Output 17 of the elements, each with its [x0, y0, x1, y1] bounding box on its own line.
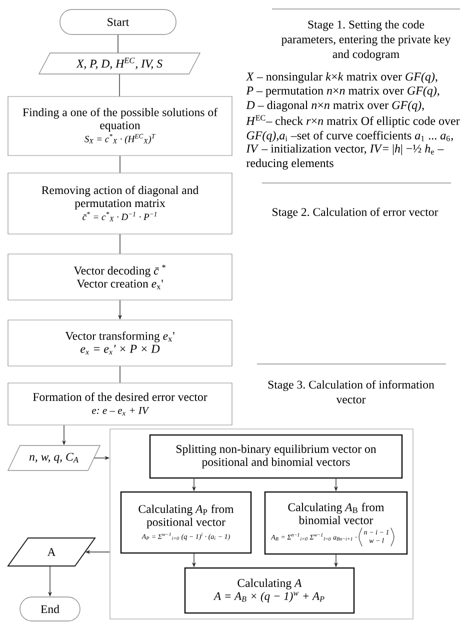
- definition-text: X – nonsingular k×k matrix over GF(q),: [246, 72, 438, 84]
- definition-text: H$^{EC}$– check r×n matrix Of elliptic code over GF(q),a$_{i}$ –set of curve coefficients a$_{1}$ ... a$_{6}$,: [246, 115, 460, 142]
- definition-text: D – diagonal n×n matrix over GF(q),: [246, 100, 424, 112]
- connector-line: [119, 74, 120, 97]
- process-box: Vector decoding c̄$^{*}$ Vector creation e$_{x}$': [8, 254, 232, 300]
- definition-text: P – permutation n×n matrix over GF(q),: [246, 86, 440, 98]
- group-frame: [110, 428, 414, 620]
- stage-heading: Stage 1. Setting the code parameters, entering the private key and codogram: [282, 20, 451, 61]
- process-box: Formation of the desired error vector e: e – e$_{x}$ + IV: [8, 382, 232, 426]
- process-box: Finding a one of the possible solutions of equation S$_{X}$ = c$^{*}$$_{X}$ · (H$^{EC}$$_{X}$)$^{T}$: [8, 96, 232, 156]
- process-box: Vector transforming e$_{x}$' e$_{x}$ = e$_{x}$' × P × D: [8, 320, 232, 366]
- stage-heading: Stage 3. Calculation of information vector: [268, 380, 434, 404]
- process-box: Calculating A A = A$_{B}$ × (q − 1)$^{w}$ + A$_{P}$: [184, 567, 355, 614]
- definition-text: IV – initialization vector, IV= |h| −½ h$_{e}$ – reducing elements: [246, 144, 444, 170]
- stage-heading: Stage 2. Calculation of error vector: [272, 208, 438, 218]
- process-box: Splitting non-binary equilibrium vector on positional and binomial vectors: [149, 434, 403, 479]
- process-box: Removing action of diagonal and permutation matrix c̄$^{*}$ = c$^{*}$$_{X}$ · D$^{−1}$ · P$^{−1}$: [8, 172, 232, 234]
